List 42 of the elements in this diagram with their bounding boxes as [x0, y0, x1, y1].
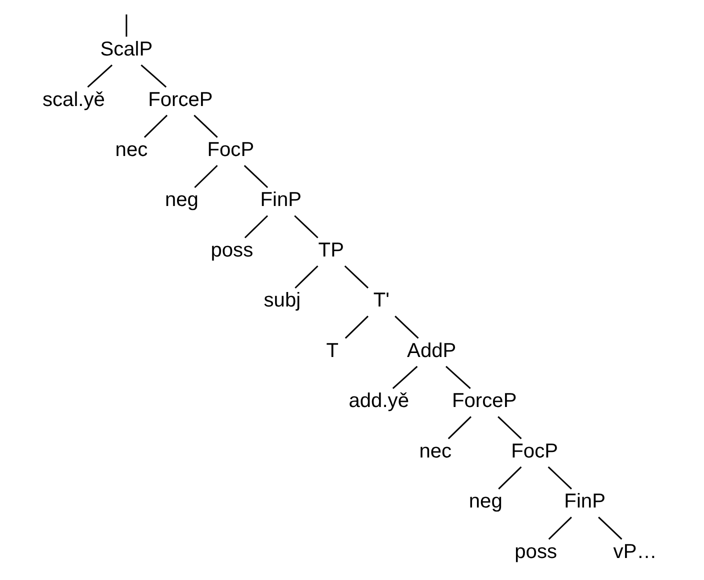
node-text: T: [326, 340, 338, 362]
connector: [344, 265, 368, 289]
node-text: FinP: [564, 490, 605, 513]
connector: [125, 14, 127, 37]
connector: [244, 215, 268, 238]
connector: [294, 215, 318, 238]
node-text: FocP: [510, 440, 558, 462]
node-text: nec: [418, 440, 452, 462]
connector: [344, 316, 368, 339]
node-text: ScalP: [100, 38, 152, 61]
connector: [598, 516, 622, 540]
node-text: scal.yě: [42, 88, 104, 111]
connector: [143, 114, 168, 138]
node-text: ForceP: [452, 390, 516, 412]
connector: [394, 316, 418, 339]
node-text: TP: [318, 239, 344, 262]
node-text: neg: [468, 490, 502, 513]
connector: [193, 114, 218, 138]
connector: [497, 416, 522, 440]
node-text: FocP: [206, 139, 254, 161]
node-text: neg: [164, 189, 198, 212]
node-text: add.yě: [348, 390, 409, 412]
connector: [194, 164, 218, 188]
connector: [548, 516, 572, 540]
node-text: T': [372, 290, 389, 312]
node-text: nec: [114, 139, 148, 161]
node-text: poss: [514, 540, 557, 563]
connector: [86, 64, 112, 88]
node-text: poss: [210, 239, 253, 262]
connector: [140, 64, 166, 88]
node-text: FinP: [260, 189, 302, 212]
connector: [294, 265, 318, 289]
connector: [447, 416, 471, 440]
connector: [392, 366, 418, 389]
node-text: AddP: [406, 340, 456, 362]
connector: [445, 366, 470, 389]
connector: [498, 466, 522, 490]
node-text: subj: [263, 290, 300, 312]
node-text: vP…: [612, 540, 656, 563]
connector: [243, 164, 268, 188]
connector: [547, 466, 572, 490]
node-text: ForceP: [148, 88, 212, 111]
